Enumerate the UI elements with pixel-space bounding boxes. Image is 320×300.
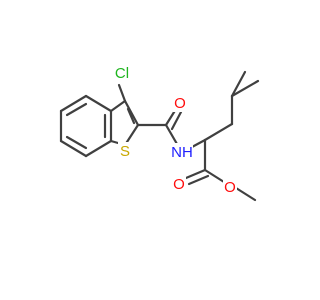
bond: [230, 79, 260, 98]
bond: [65, 102, 88, 117]
bond: [184, 168, 207, 180]
amide-nitrogen-label: NH: [171, 144, 193, 161]
bond: [109, 99, 127, 113]
bond: [170, 110, 183, 131]
ester-carbonyl-oxygen-label: O: [173, 176, 185, 193]
bond: [123, 123, 140, 147]
bond: [234, 186, 257, 202]
bond: [123, 99, 140, 127]
amide-oxygen-label: O: [174, 95, 186, 112]
bond: [117, 83, 127, 103]
bond: [190, 138, 207, 149]
bond: [187, 174, 210, 186]
bond: [126, 107, 136, 125]
bond: [164, 123, 179, 146]
ester-ether-oxygen-label: O: [224, 179, 236, 196]
atom-labels: Cl S NH O O O: [110, 62, 237, 196]
molecule-structure: Cl S NH O O O: [59, 62, 260, 202]
bond: [230, 70, 247, 98]
chlorine-label: Cl: [115, 65, 129, 82]
bond: [84, 94, 113, 113]
bond: [65, 135, 88, 150]
bond: [203, 168, 226, 184]
bond: [203, 122, 234, 142]
bond: [59, 94, 88, 113]
bond: [59, 139, 88, 158]
sulfur-label: S: [120, 143, 130, 160]
bond: [84, 139, 113, 158]
